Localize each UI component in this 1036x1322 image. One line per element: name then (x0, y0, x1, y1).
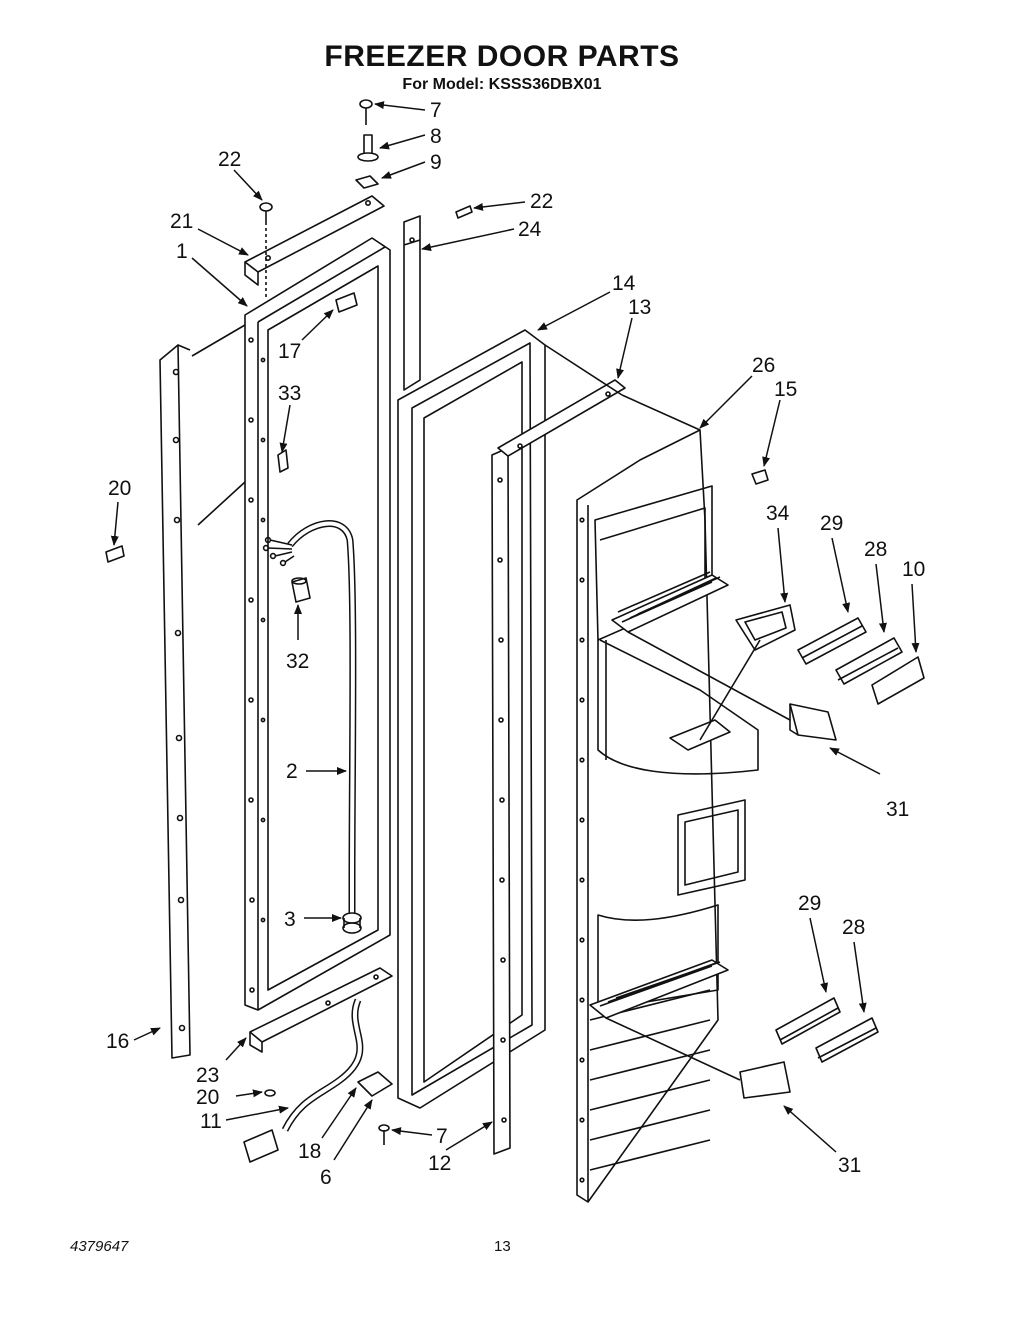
bottom-hinge-plate (357, 1071, 393, 1097)
callout-1: 1 (176, 240, 188, 263)
ice-funnel (699, 604, 796, 741)
callout-29: 29 (820, 512, 843, 535)
lower-shelf (589, 959, 729, 1019)
outer-panel-strip (159, 344, 191, 1059)
callout-26: 26 (752, 354, 775, 377)
wire-harness-tube (262, 520, 357, 920)
callout-14: 14 (612, 272, 636, 295)
lower-wire-harness (243, 998, 364, 1163)
ice-chute-opening (669, 719, 731, 751)
frame-holes (248, 337, 266, 993)
bottom-hinge-bracket (249, 967, 393, 1053)
bottom-small-screw (264, 1089, 276, 1097)
callout-24: 24 (518, 218, 542, 241)
callout-11: 11 (200, 1110, 222, 1133)
grommet (342, 912, 362, 934)
hinge-pin (357, 134, 379, 162)
screw-top-left (259, 202, 273, 222)
callout-7: 7 (436, 1125, 448, 1148)
door-gasket-strip (403, 215, 421, 391)
bottom-hinge-screw (378, 1124, 390, 1145)
hinge-shim (355, 175, 379, 189)
callout-9: 9 (430, 151, 442, 174)
connector-part (291, 577, 311, 603)
liner-side-strip (491, 447, 511, 1155)
callout-21: 21 (170, 210, 193, 233)
callout-15: 15 (774, 378, 797, 401)
callout-2: 2 (286, 760, 298, 783)
side-screw (105, 545, 125, 563)
callout-20: 20 (196, 1086, 219, 1109)
callout-7: 7 (430, 99, 442, 122)
callout-32: 32 (286, 650, 309, 673)
callout-31: 31 (886, 798, 909, 821)
callout-31: 31 (838, 1154, 861, 1177)
page-title: FREEZER DOOR PARTS (324, 40, 680, 73)
callout-13: 13 (628, 296, 651, 319)
callout-22: 22 (218, 148, 241, 171)
callout-3: 3 (284, 908, 296, 931)
callout-28: 28 (864, 538, 887, 561)
leader-lines (110, 101, 920, 1161)
lower-trim-29 (775, 997, 841, 1045)
callout-23: 23 (196, 1064, 219, 1087)
liner-screw (751, 469, 769, 485)
upper-trim-28 (835, 637, 903, 685)
callout-34: 34 (766, 502, 790, 525)
upper-trim-29 (797, 617, 867, 665)
callout-16: 16 (106, 1030, 129, 1053)
upper-trim-10 (871, 656, 925, 705)
callout-18: 18 (298, 1140, 321, 1163)
document-number: 4379647 (70, 1238, 129, 1255)
lower-trim-28 (815, 1017, 879, 1063)
callout-20: 20 (108, 477, 131, 500)
upper-shelf (611, 571, 729, 633)
callout-17: 17 (278, 340, 301, 363)
callout-29: 29 (798, 892, 821, 915)
top-hinge-bracket (244, 195, 385, 300)
callout-22: 22 (530, 190, 553, 213)
liner-top-strip (497, 379, 626, 457)
callout-33: 33 (278, 382, 301, 405)
callout-12: 12 (428, 1152, 451, 1175)
lower-end-cap (605, 1017, 791, 1099)
callout-labels: 7 8 9 22 22 21 24 1 14 13 17 26 15 33 20… (106, 99, 925, 1189)
callout-8: 8 (430, 125, 442, 148)
hinge-screw-top (359, 99, 373, 125)
callout-28: 28 (842, 916, 865, 939)
model-subtitle: For Model: KSSS36DBX01 (402, 76, 602, 93)
page-number: 13 (494, 1238, 511, 1255)
screw-top-right (455, 205, 473, 219)
callout-6: 6 (320, 1166, 332, 1189)
upper-end-cap (627, 631, 837, 741)
callout-10: 10 (902, 558, 925, 581)
